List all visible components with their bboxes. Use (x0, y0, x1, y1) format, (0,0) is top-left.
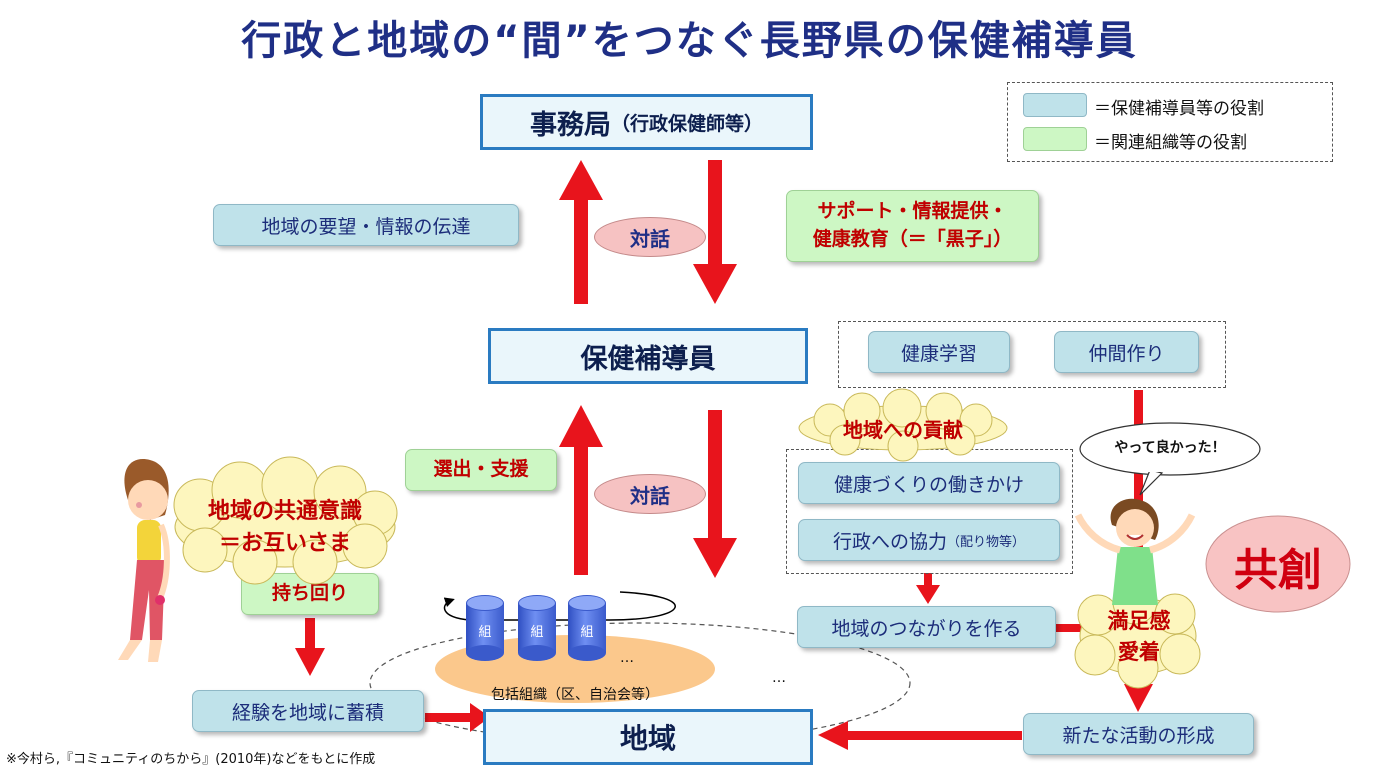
peer-building-box: 仲間作り (1054, 331, 1199, 373)
arrow-satisfaction-to-new-activity (1124, 672, 1153, 712)
contribution-cloud-text: 地域への貢献 (843, 417, 963, 442)
organization-caption: 包括組織（区、自治会等） (491, 687, 659, 703)
community-outer-ellipse (369, 622, 911, 744)
dialogue-lower-label: 対話 (630, 483, 670, 508)
line-connections-to-satisfaction (1056, 624, 1090, 632)
new-activity-box: 新たな活動の形成 (1023, 713, 1254, 755)
support-line2: 健康教育（＝「黒子」） (812, 228, 1013, 250)
gov-coop-box: 行政への協力（配り物等） (798, 519, 1060, 561)
community-box-label: 地域 (619, 722, 676, 755)
org-unit-2: 組 (518, 595, 556, 661)
dialogue-upper-label: 対話 (630, 226, 670, 251)
support-line1: サポート・情報提供・ (817, 200, 1008, 223)
arrow-activities-to-connections (916, 573, 940, 604)
dialogue-upper: 対話 (594, 217, 706, 257)
arrow-up-to-hodoin (559, 405, 603, 575)
page-title: 行政と地域の“間”をつなぐ長野県の保健補導員 (241, 18, 1138, 64)
satisfaction-cloud-text: 満足感 愛着 (1085, 600, 1193, 674)
dialogue-lower: 対話 (594, 474, 706, 514)
common-cloud-text: 地域の共通意識 ＝お互いさま (175, 488, 395, 568)
office-box-sub: （行政保健師等） (610, 112, 763, 135)
community-box: 地域 (483, 709, 813, 765)
satisfaction-line2: 愛着 (1118, 640, 1160, 664)
demand-info-box: 地域の要望・情報の伝達 (213, 204, 519, 246)
hodoin-box: 保健補導員 (488, 328, 808, 384)
legend-label-blue: ＝保健補導員等の役割 (1094, 99, 1264, 119)
learning-group (838, 321, 1226, 388)
arrow-down-to-community (693, 410, 737, 578)
legend-swatch-green (1023, 127, 1087, 151)
arrow-up-to-office (559, 160, 603, 304)
connections-box: 地域のつながりを作る (797, 606, 1056, 648)
org-unit-2-label: 組 (530, 625, 544, 640)
org-unit-3-label: 組 (580, 625, 594, 640)
accumulate-box: 経験を地域に蓄積 (192, 690, 424, 732)
arrow-new-activity-to-community (818, 721, 1022, 750)
org-unit-3: 組 (568, 595, 606, 661)
health-action-box: 健康づくりの働きかけ (798, 462, 1060, 504)
health-study-box: 健康学習 (868, 331, 1010, 373)
org-units-ellipsis: … (620, 650, 634, 666)
carry-around-box: 持ち回り (241, 573, 379, 615)
cocreation-label: 共創 (1234, 545, 1322, 596)
footnote: ※今村ら,『コミュニティのちから』(2010年)などをもとに作成 (6, 752, 376, 767)
arrow-down-to-hodoin (693, 160, 737, 304)
arrow-accumulate-to-community (425, 703, 490, 732)
support-box: サポート・情報提供・ 健康教育（＝「黒子」） (786, 190, 1039, 262)
speech-bubble-text: やって良かった！ (1114, 440, 1226, 456)
common-line1: 地域の共通意識 (207, 499, 362, 525)
org-unit-1: 組 (466, 595, 504, 661)
hodoin-box-label: 保健補導員 (580, 343, 716, 375)
gov-coop-small: （配り物等） (947, 534, 1026, 550)
gov-coop-main: 行政への協力 (832, 530, 947, 553)
arrow-rotation-to-accumulate (295, 618, 325, 676)
legend-label-green: ＝関連組織等の役割 (1094, 133, 1247, 153)
outer-ellipsis: … (772, 670, 786, 686)
satisfaction-line1: 満足感 (1107, 608, 1171, 633)
legend-swatch-blue (1023, 93, 1087, 117)
org-unit-1-label: 組 (478, 625, 492, 640)
office-box: 事務局 （行政保健師等） (480, 94, 813, 150)
selection-support-box: 選出・支援 (405, 449, 557, 491)
organization-ellipse (435, 635, 715, 703)
line-peer-to-satisfaction (1134, 390, 1143, 600)
legend: ＝保健補導員等の役割 ＝関連組織等の役割 (1007, 82, 1333, 162)
office-box-main: 事務局 (529, 109, 611, 141)
rotation-arrow (443, 591, 676, 621)
common-line2: ＝お互いさま (218, 531, 351, 556)
